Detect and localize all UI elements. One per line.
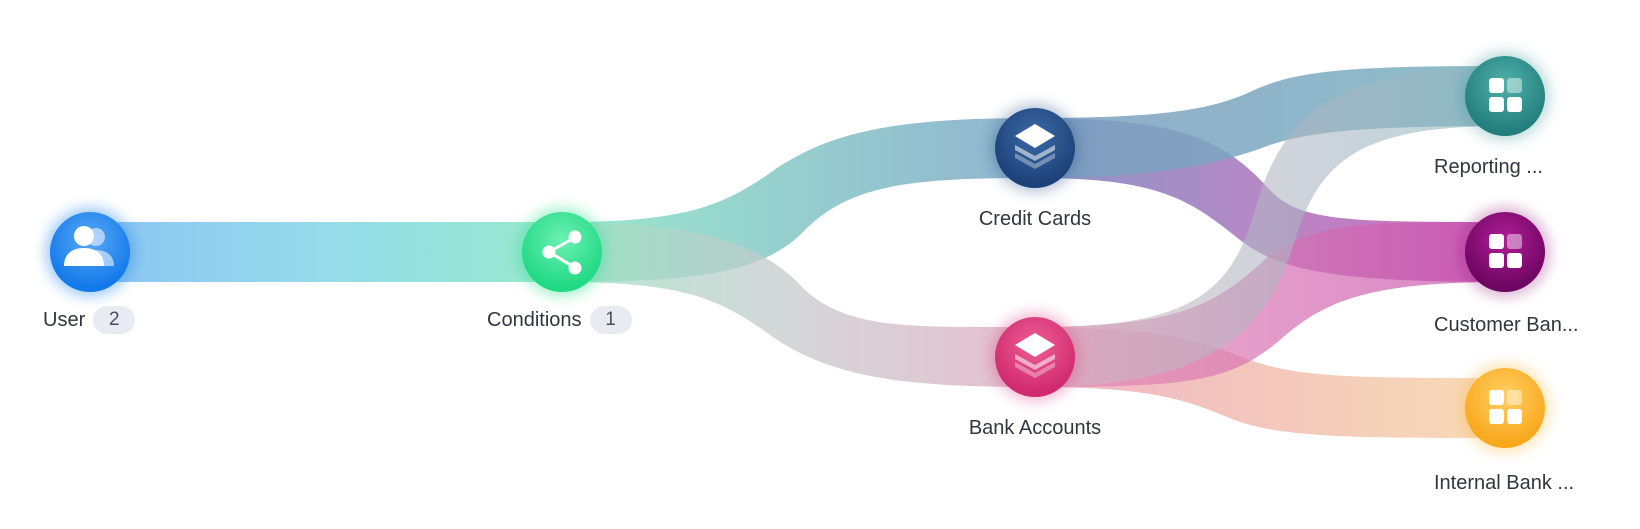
node-customer-ban-name: Customer Ban... xyxy=(1434,314,1579,336)
node-bank-accounts-label: Bank Accounts xyxy=(935,417,1135,440)
node-user-name: User xyxy=(43,308,86,331)
node-credit-cards[interactable] xyxy=(991,104,1079,192)
node-internal-bank-label: Internal Bank ... xyxy=(1434,472,1574,495)
node-credit-cards-label: Credit Cards xyxy=(935,208,1135,231)
node-bank-accounts[interactable] xyxy=(991,313,1079,401)
node-user-count-badge: 2 xyxy=(93,306,136,334)
link-bank-accounts-reporting xyxy=(1035,66,1505,387)
node-reporting[interactable] xyxy=(1461,52,1549,140)
share-icon xyxy=(542,230,582,275)
apps-grid-icon xyxy=(1489,234,1522,268)
node-conditions[interactable] xyxy=(518,208,606,296)
node-conditions-name: Conditions xyxy=(487,308,582,331)
node-customer-ban-label: Customer Ban... xyxy=(1434,314,1579,337)
node-user[interactable] xyxy=(46,208,134,296)
apps-grid-icon xyxy=(1489,78,1522,112)
node-customer-ban[interactable] xyxy=(1461,208,1549,296)
layers-icon xyxy=(1015,124,1055,169)
node-reporting-name: Reporting ... xyxy=(1434,156,1543,178)
layers-icon xyxy=(1015,333,1055,378)
apps-grid-icon xyxy=(1489,390,1522,424)
users-icon xyxy=(64,226,114,266)
link-conditions-bank-accounts xyxy=(562,222,1035,387)
node-user-label: User 2 xyxy=(43,306,136,334)
node-internal-bank[interactable] xyxy=(1461,364,1549,452)
node-conditions-count-badge: 1 xyxy=(589,306,632,334)
link-user-conditions xyxy=(90,222,562,282)
node-reporting-label: Reporting ... xyxy=(1434,156,1543,179)
node-conditions-label: Conditions 1 xyxy=(487,306,632,334)
node-internal-bank-name: Internal Bank ... xyxy=(1434,472,1575,494)
node-credit-cards-name: Credit Cards xyxy=(978,208,1092,230)
node-bank-accounts-name: Bank Accounts xyxy=(968,417,1102,439)
